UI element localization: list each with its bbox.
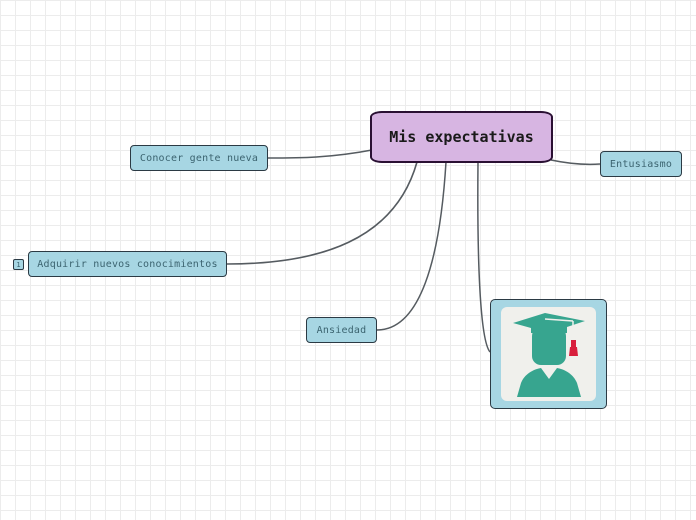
connector-adquirir xyxy=(226,161,418,265)
topic-label: Ansiedad xyxy=(316,324,367,336)
topic-conocer-gente-nueva[interactable]: Conocer gente nueva xyxy=(130,145,268,171)
topic-label: Entusiasmo xyxy=(609,158,673,170)
topic-label: Conocer gente nueva xyxy=(139,152,259,164)
topic-adquirir-nuevos-conocimientos[interactable]: Adquirir nuevos conocimientos xyxy=(28,251,227,277)
central-topic[interactable]: Mis expectativas xyxy=(370,111,553,163)
item-count-badge[interactable]: 1 xyxy=(13,259,24,270)
image-background xyxy=(501,307,596,401)
graduate-icon xyxy=(512,313,585,397)
central-topic-label: Mis expectativas xyxy=(389,128,534,146)
connector-image xyxy=(477,161,491,353)
connector-entusiasmo xyxy=(550,159,601,166)
connector-ansiedad xyxy=(376,161,447,331)
topic-entusiasmo[interactable]: Entusiasmo xyxy=(600,151,682,177)
topic-ansiedad[interactable]: Ansiedad xyxy=(306,317,377,343)
connector-conocer xyxy=(267,149,373,159)
image-topic[interactable] xyxy=(490,299,607,409)
topic-label: Adquirir nuevos conocimientos xyxy=(37,258,218,270)
